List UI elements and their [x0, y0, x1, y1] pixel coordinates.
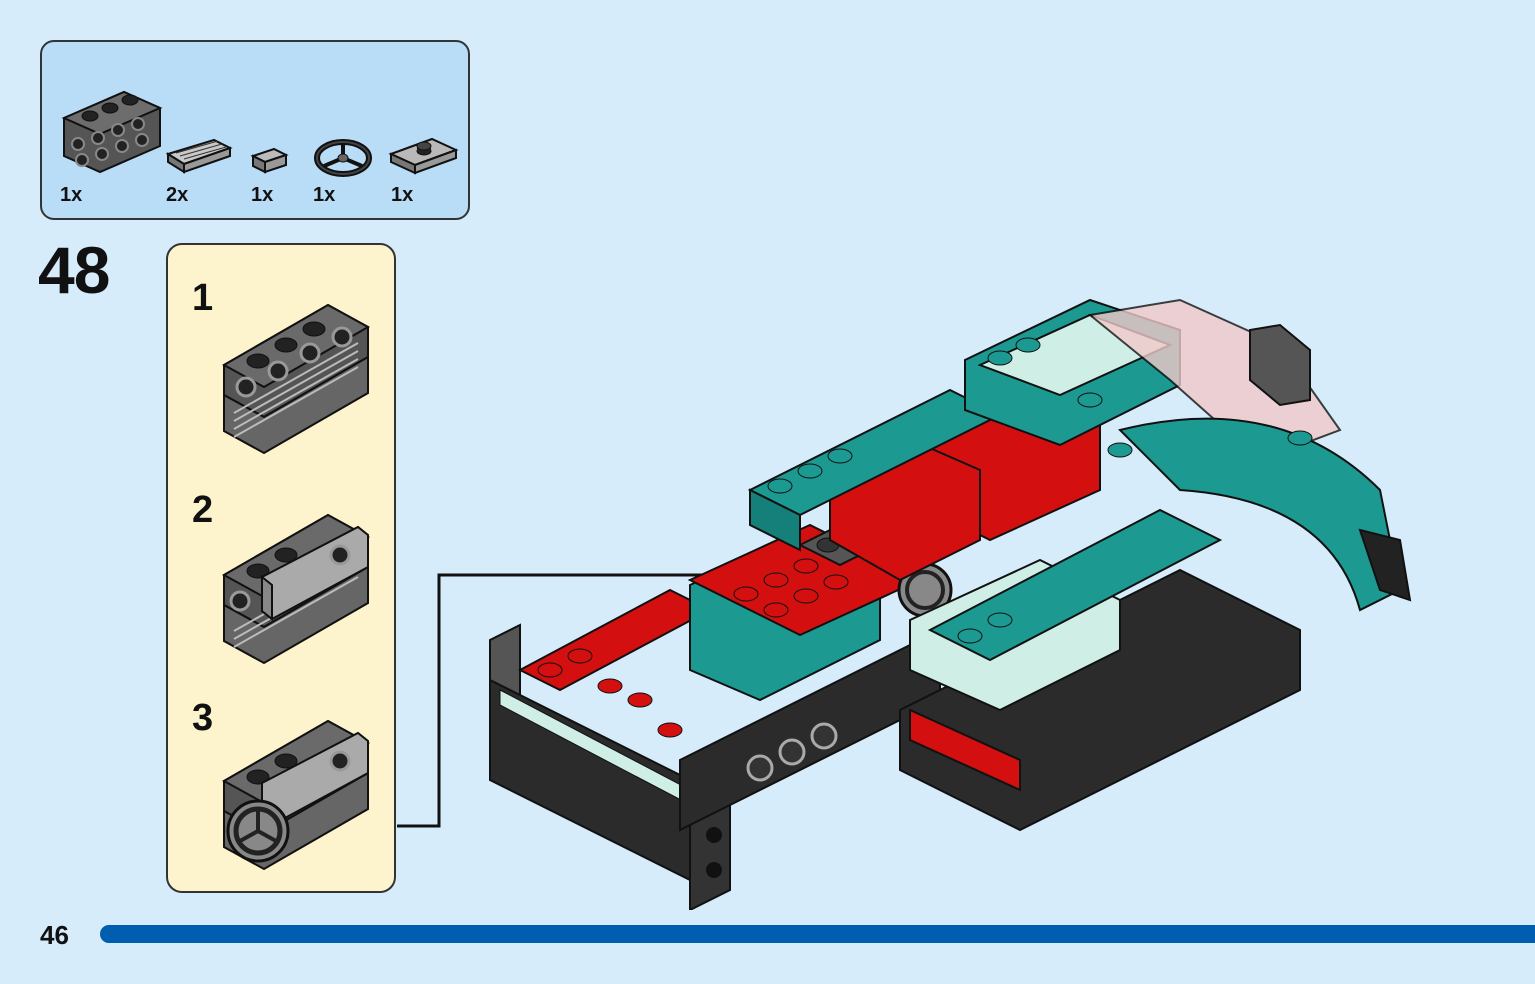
tile-part [250, 147, 289, 174]
progress-bar [100, 925, 1535, 943]
car-model-illustration [489, 298, 1412, 910]
substep-label: 2 [192, 489, 214, 531]
parts-list-box: 1x 2x 1x 1x 1x [40, 40, 470, 220]
part-qty: 1x [60, 184, 83, 206]
substep-label: 1 [192, 277, 214, 319]
part-qty: 1x [391, 184, 414, 206]
jumper-plate-part [388, 137, 459, 175]
part-qty: 1x [313, 184, 336, 206]
substep-1-image [221, 303, 371, 455]
steering-wheel-part [314, 139, 372, 177]
substep-3-image [221, 719, 371, 871]
part-qty: 2x [166, 184, 189, 206]
step-number: 48 [38, 233, 110, 307]
substep-box: 1 2 3 [166, 243, 396, 893]
substep-2-image [221, 513, 371, 665]
bracket-plate-part [61, 90, 163, 174]
grille-tile-part [165, 138, 233, 174]
part-qty: 1x [251, 184, 274, 206]
page-number: 46 [40, 920, 69, 950]
substep-label: 3 [192, 697, 214, 739]
